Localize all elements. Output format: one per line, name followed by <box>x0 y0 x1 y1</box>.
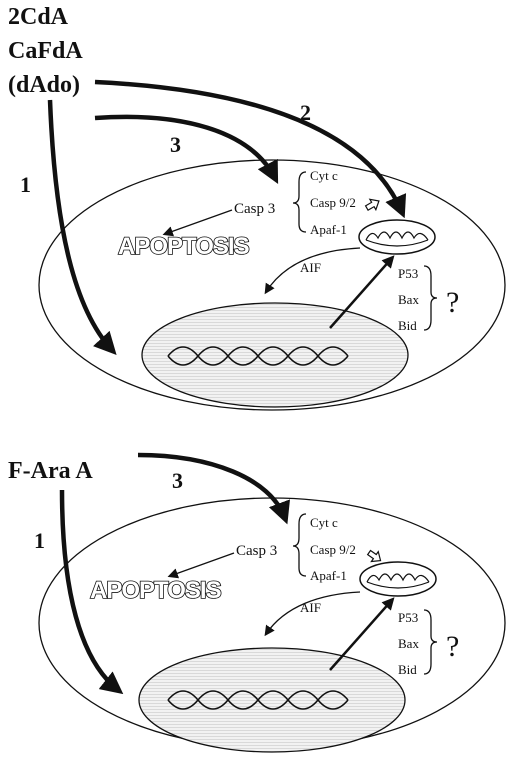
factor-bid: Bid <box>398 318 417 333</box>
factor-p53: P53 <box>398 610 418 625</box>
factor-cyt-c: Cyt c <box>310 515 338 530</box>
pathway-number-2: 2 <box>300 100 311 125</box>
aif-arrow <box>264 247 361 295</box>
release-open-arrow-icon <box>364 198 380 212</box>
factor-bax: Bax <box>398 292 419 307</box>
factor-casp-9-2: Casp 9/2 <box>310 542 356 557</box>
apoptosis-label: APOPTOSIS <box>118 233 250 260</box>
casp3-label: Casp 3 <box>234 201 275 217</box>
factor-bax: Bax <box>398 636 419 651</box>
aif-arrow <box>264 591 361 637</box>
drug-label-dado: (dAdo) <box>8 72 80 98</box>
aif-label: AIF <box>300 260 321 275</box>
nucleus-to-mito-arrow <box>329 597 395 671</box>
question-mark: ? <box>446 630 459 663</box>
pathway-number-3: 3 <box>170 132 181 157</box>
factor-cyt-c: Cyt c <box>310 168 338 183</box>
mitochondrion <box>359 561 437 597</box>
nucleus <box>141 302 409 408</box>
dna-strand-b <box>167 346 349 366</box>
casp3-to-apoptosis-arrow <box>167 552 235 579</box>
nucleus <box>138 647 406 753</box>
drug-label-f-ara-a: F-Ara A <box>8 458 93 484</box>
drug-label-cafda: CaFdA <box>8 38 83 64</box>
apoptosis-label: APOPTOSIS <box>90 577 222 604</box>
casp3-to-apoptosis-arrow <box>162 209 233 237</box>
bottom-panel: F-Ara A 3 1 Casp 3 APOPTOSIS Cyt c Casp … <box>8 452 506 753</box>
pathway-number-1: 1 <box>20 172 31 197</box>
pathway-1-arrow <box>47 99 117 355</box>
factor-apaf-1: Apaf-1 <box>310 222 347 237</box>
factor-bid: Bid <box>398 662 417 677</box>
dna-strand-b <box>167 690 349 710</box>
drug-label-2cda: 2CdA <box>8 4 69 30</box>
nucleus-to-mito-arrow <box>329 255 395 329</box>
factor-apaf-1: Apaf-1 <box>310 568 347 583</box>
mito-factors-brace <box>292 171 307 233</box>
aif-label: AIF <box>300 600 321 615</box>
nuclear-factors-brace <box>423 609 438 675</box>
top-panel: 2CdA CaFdA (dAdo) 1 2 3 Casp 3 APOPTOSIS… <box>8 4 506 411</box>
question-mark: ? <box>446 286 459 319</box>
mitochondrion <box>358 219 436 255</box>
pathway-1-arrow <box>59 489 124 695</box>
pathway-3-arrow <box>94 114 279 184</box>
factor-p53: P53 <box>398 266 418 281</box>
pathway-2-arrow <box>94 79 407 219</box>
factor-casp-9-2: Casp 9/2 <box>310 195 356 210</box>
casp3-label: Casp 3 <box>236 543 277 559</box>
mito-factors-brace <box>292 513 307 577</box>
pathway-number-1: 1 <box>34 528 45 553</box>
nuclear-factors-brace <box>423 265 438 331</box>
pathway-3-arrow <box>137 452 290 525</box>
release-open-arrow-icon <box>366 549 382 563</box>
pathway-number-3: 3 <box>172 468 183 493</box>
